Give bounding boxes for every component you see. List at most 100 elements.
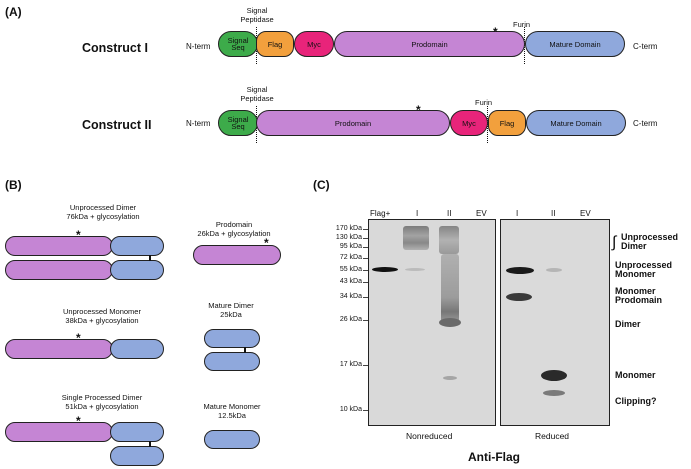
mw-tick-55 — [363, 270, 368, 271]
single-processed-dimer-disulfide — [149, 441, 151, 447]
construct-2-star: * — [416, 103, 421, 117]
lane-label-nr-1: I — [416, 209, 419, 218]
construct-2-prodomain: Prodomain — [256, 110, 450, 136]
construct-2-signal-peptidase-label: Signal Peptidase — [240, 85, 274, 103]
unprocessed-dimer-prodomain-top — [5, 236, 113, 256]
label-monomer: Monomer — [615, 370, 656, 380]
label-clipping: Clipping? — [615, 396, 657, 406]
nr-flag-55-band — [372, 267, 398, 272]
mw-tick-10 — [363, 410, 368, 411]
single-processed-dimer-star: * — [76, 414, 81, 428]
label-unprocessed-monomer: Unprocessed Monomer — [615, 260, 673, 280]
antibody-label: Anti-Flag — [468, 450, 520, 464]
construct-1-mature-text: Mature Domain — [549, 39, 601, 49]
unprocessed-monomer-prodomain — [5, 339, 113, 359]
mw-tick-34 — [363, 297, 368, 298]
mw-tick-170 — [363, 229, 368, 230]
construct-2-myc-text: Myc — [462, 118, 476, 128]
label-dimer: Dimer — [615, 319, 641, 329]
construct-1-myc-text: Myc — [307, 39, 321, 49]
panel-c-label: (C) — [313, 178, 330, 192]
construct-2-mature-domain: Mature Domain — [526, 110, 626, 136]
r-ii-15-band — [541, 370, 567, 381]
prodomain-label: Prodomain 26kDa + glycosylation — [197, 220, 271, 238]
nonreduced-label: Nonreduced — [406, 431, 453, 441]
lane-label-nr-ev: EV — [476, 209, 487, 218]
single-processed-dimer-prodomain — [5, 422, 113, 442]
construct-1-flag-text: Flag — [267, 39, 283, 49]
construct-2-myc: Myc — [450, 110, 488, 136]
prodomain-shape — [193, 245, 281, 265]
mw-tick-17 — [363, 365, 368, 366]
construct-2-cterm: C-term — [633, 119, 658, 128]
mw-tick-43 — [363, 282, 368, 283]
construct-2-name: Construct II — [82, 118, 152, 132]
construct-1-nterm: N-term — [186, 42, 211, 51]
construct-1-signal-seq-text: Signal Seq — [227, 35, 249, 52]
nr-ii-lane-smear — [441, 254, 459, 326]
mw-55: 55 kDa — [339, 266, 362, 273]
mw-10: 10 kDa — [339, 406, 362, 413]
construct-2-flag-text: Flag — [499, 118, 515, 128]
mw-72: 72 kDa — [339, 254, 362, 261]
construct-2-mature-text: Mature Domain — [550, 118, 602, 128]
unprocessed-monomer-mature — [110, 339, 164, 359]
mature-dimer-bottom — [204, 352, 260, 371]
unprocessed-dimer-label: Unprocessed Dimer 76kDa + glycosylation — [66, 203, 140, 221]
mw-170: 170 kDa — [335, 225, 362, 232]
construct-1-signal-peptidase-label: Signal Peptidase — [240, 6, 274, 24]
lane-label-r-2: II — [551, 209, 556, 218]
unprocessed-monomer-star: * — [76, 331, 81, 345]
single-processed-dimer-mature-top — [110, 422, 164, 442]
mw-26: 26 kDa — [339, 316, 362, 323]
panel-b-label: (B) — [5, 178, 22, 192]
single-processed-dimer-label: Single Processed Dimer 51kDa + glycosyla… — [61, 393, 143, 411]
mw-tick-130 — [363, 238, 368, 239]
mw-tick-95 — [363, 247, 368, 248]
mw-95: 95 kDa — [339, 243, 362, 250]
mature-dimer-disulfide — [244, 347, 246, 353]
mw-17: 17 kDa — [339, 361, 362, 368]
construct-1-mature-domain: Mature Domain — [525, 31, 625, 57]
construct-2-furin-label: Furin — [475, 98, 493, 107]
lane-label-r-ev: EV — [580, 209, 591, 218]
lane-label-nr-2: II — [447, 209, 452, 218]
nr-i-top-smear — [403, 226, 429, 250]
unprocessed-dimer-prodomain-bottom — [5, 260, 113, 280]
nr-ii-top-smear — [439, 226, 459, 254]
mw-tick-26 — [363, 320, 368, 321]
construct-2-signal-seq: Signal Seq — [218, 110, 258, 136]
construct-1-myc: Myc — [294, 31, 334, 57]
r-ii-55-band — [546, 268, 562, 272]
mw-tick-72 — [363, 258, 368, 259]
label-monomer-prodomain: Monomer Prodomain — [615, 286, 663, 306]
construct-1-prodomain-text: Prodomain — [411, 39, 448, 49]
unprocessed-dimer-star: * — [76, 228, 81, 242]
construct-1-prodomain: Prodomain — [334, 31, 525, 57]
panel-a-label: (A) — [5, 5, 22, 19]
r-ii-12-band — [543, 390, 565, 396]
nr-i-55-band — [405, 268, 425, 271]
mature-dimer-top — [204, 329, 260, 348]
unprocessed-dimer-disulfide — [149, 255, 151, 261]
reduced-label: Reduced — [535, 431, 570, 441]
reduced-blot — [500, 219, 610, 426]
construct-2-signal-seq-text: Signal Seq — [227, 114, 249, 131]
r-i-38-band — [506, 293, 532, 301]
construct-1-furin-label: Furin — [513, 20, 531, 29]
mw-34: 34 kDa — [339, 293, 362, 300]
construct-2-nterm: N-term — [186, 119, 211, 128]
mw-130: 130 kDa — [335, 234, 362, 241]
construct-1-flag: Flag — [256, 31, 294, 57]
nr-ii-26-band — [439, 318, 461, 327]
construct-1-star: * — [493, 25, 498, 39]
construct-1-cterm: C-term — [633, 42, 658, 51]
unprocessed-dimer-mature-top — [110, 236, 164, 256]
unprocessed-monomer-label: Unprocessed Monomer 38kDa + glycosylatio… — [63, 307, 141, 325]
lane-label-r-1: I — [516, 209, 519, 218]
single-processed-dimer-mature-bottom — [110, 446, 164, 466]
mature-monomer-shape — [204, 430, 260, 449]
nr-ii-15-band — [443, 376, 457, 380]
construct-2-prodomain-text: Prodomain — [334, 118, 372, 128]
mw-43: 43 kDa — [339, 278, 362, 285]
